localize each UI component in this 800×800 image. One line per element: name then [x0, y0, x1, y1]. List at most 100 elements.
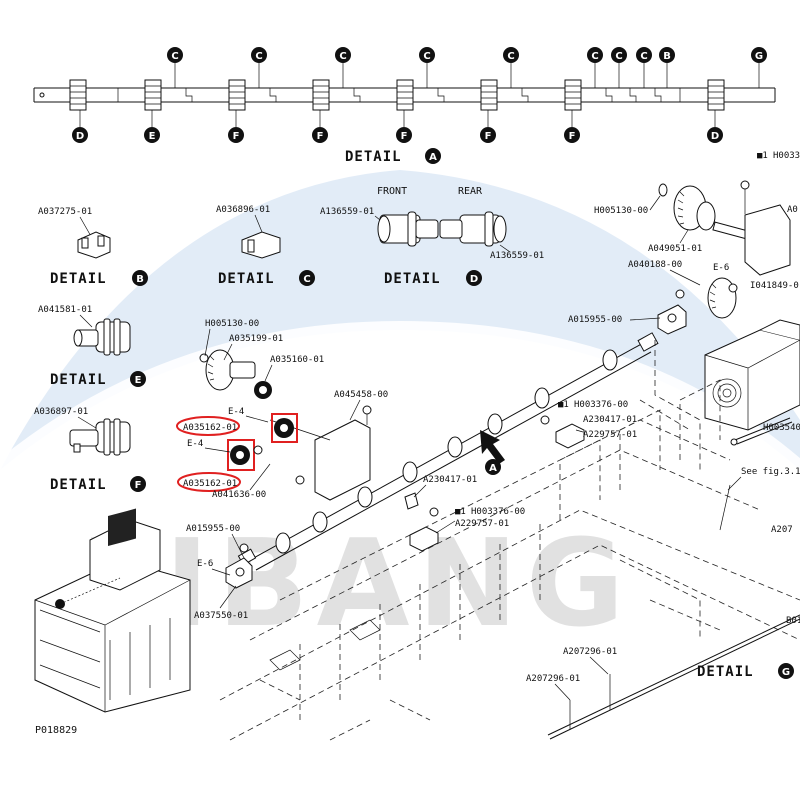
svg-text:A045458-00: A045458-00 [334, 390, 388, 400]
svg-text:E-6: E-6 [713, 263, 729, 273]
motor [704, 319, 800, 446]
bracket-center-lower [404, 492, 439, 552]
detail-a-bottom-markers: D E F F F F F D [72, 127, 723, 143]
svg-text:A035199-01: A035199-01 [229, 334, 283, 344]
part-labels: H005130-00 A035199-01 A035160-01 A045458… [183, 151, 800, 701]
detail-g-caption: DETAIL G [697, 663, 794, 680]
svg-text:A015955-00: A015955-00 [568, 315, 622, 325]
svg-text:A: A [489, 463, 497, 474]
marker-f: F [396, 127, 412, 143]
svg-text:A037550-01: A037550-01 [194, 611, 248, 621]
svg-text:A036896-01: A036896-01 [216, 205, 270, 215]
svg-text:See fig.3.1: See fig.3.1 [741, 467, 800, 477]
svg-text:D: D [76, 131, 84, 142]
svg-text:F: F [135, 480, 142, 491]
marker-f: F [228, 127, 244, 143]
bracket-center-upper [540, 415, 585, 449]
marker-f: F [312, 127, 328, 143]
svg-text:■1: ■1 [455, 507, 466, 517]
svg-text:A0: A0 [787, 205, 798, 215]
svg-text:E-4: E-4 [187, 439, 203, 449]
detail-b: A037275-01 DETAIL B [38, 207, 148, 287]
svg-text:B01: B01 [786, 616, 800, 626]
svg-text:DETAIL: DETAIL [50, 477, 107, 493]
detail-a-caption: DETAIL A [345, 148, 441, 165]
gear-assembly-right [657, 180, 791, 335]
svg-text:C: C [423, 51, 430, 62]
svg-text:B: B [136, 274, 144, 285]
svg-text:A041636-00: A041636-00 [212, 490, 266, 500]
svg-text:E-4: E-4 [228, 407, 244, 417]
svg-text:G: G [782, 667, 790, 678]
svg-text:A207: A207 [771, 525, 793, 535]
svg-text:I041849-0: I041849-0 [750, 281, 799, 291]
svg-text:H005130-00: H005130-00 [205, 319, 259, 329]
marker-c: C [335, 47, 351, 63]
svg-text:REAR: REAR [458, 186, 483, 197]
svg-text:A229757-01: A229757-01 [583, 430, 637, 440]
svg-text:D: D [711, 131, 719, 142]
svg-text:A036897-01: A036897-01 [34, 407, 88, 417]
detail-g-rod [547, 484, 800, 740]
svg-text:E-6: E-6 [197, 559, 213, 569]
arrow-detail-a: A [480, 430, 505, 475]
marker-g: G [751, 47, 767, 63]
svg-text:A: A [429, 152, 437, 163]
detail-f: A036897-01 DETAIL F [34, 407, 146, 493]
marker-d: D [707, 127, 723, 143]
svg-text:H0033: H0033 [773, 151, 800, 161]
svg-text:DETAIL: DETAIL [384, 271, 441, 287]
svg-text:H003376-00: H003376-00 [471, 507, 525, 517]
frame-housing-dashed [219, 340, 800, 741]
svg-text:A015955-00: A015955-00 [186, 524, 240, 534]
svg-text:F: F [233, 131, 240, 142]
svg-text:DETAIL: DETAIL [50, 372, 107, 388]
svg-text:C: C [507, 51, 514, 62]
svg-text:D: D [470, 274, 478, 285]
figure-id: P018829 [35, 725, 77, 736]
svg-text:■1: ■1 [757, 151, 768, 161]
bearing-assembly-left [225, 543, 253, 589]
svg-text:C: C [640, 51, 647, 62]
marker-c: C [167, 47, 183, 63]
marker-c: C [587, 47, 603, 63]
svg-text:C: C [303, 274, 310, 285]
gear-a035162-lower [227, 439, 263, 471]
svg-text:F: F [317, 131, 324, 142]
gear-assembly-left [199, 349, 272, 399]
marker-c: C [636, 47, 652, 63]
marker-f: F [480, 127, 496, 143]
gear-a035162-upper [271, 413, 298, 443]
detail-c: A036896-01 DETAIL C [216, 205, 315, 287]
marker-c: C [503, 47, 519, 63]
svg-text:DETAIL: DETAIL [218, 271, 275, 287]
svg-text:E: E [149, 131, 156, 142]
detail-e: A041581-01 DETAIL E [38, 305, 146, 388]
svg-text:DETAIL: DETAIL [345, 149, 402, 165]
svg-text:C: C [339, 51, 346, 62]
main-shaft [237, 332, 659, 571]
background-swoosh [0, 170, 800, 470]
svg-text:H003540: H003540 [763, 423, 800, 433]
svg-text:F: F [569, 131, 576, 142]
svg-text:A136559-01: A136559-01 [490, 251, 544, 261]
svg-text:A230417-01: A230417-01 [423, 475, 477, 485]
svg-text:A136559-01: A136559-01 [320, 207, 374, 217]
svg-text:A035162-01: A035162-01 [183, 423, 237, 433]
svg-text:G: G [755, 51, 763, 62]
svg-text:A040188-00: A040188-00 [628, 260, 682, 270]
detail-a-shaft [33, 63, 776, 127]
detail-a-top-markers: C C C C C C C C B G [167, 47, 767, 63]
svg-text:A207296-01: A207296-01 [563, 647, 617, 657]
svg-text:DETAIL: DETAIL [697, 664, 754, 680]
svg-text:H003376-00: H003376-00 [574, 400, 628, 410]
marker-e: E [144, 127, 160, 143]
svg-text:H005130-00: H005130-00 [594, 206, 648, 216]
marker-b: B [659, 47, 675, 63]
svg-text:C: C [591, 51, 598, 62]
svg-text:C: C [171, 51, 178, 62]
svg-text:E: E [135, 375, 142, 386]
highlight-oval-upper [176, 416, 240, 436]
